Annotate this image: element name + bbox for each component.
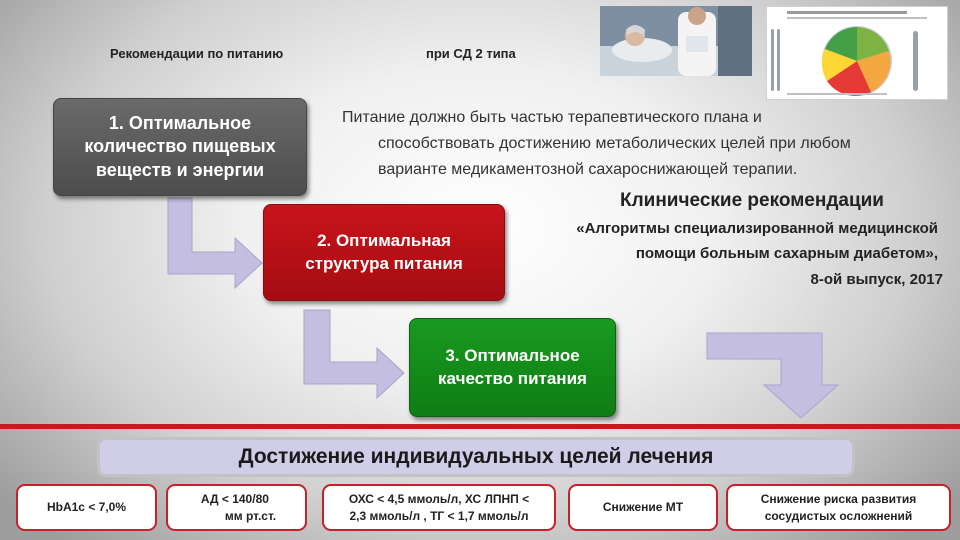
step-1-label: 1. Оптимальное количество пищевых вещест…	[84, 112, 276, 180]
target-bp-line-2: мм рт.ст.	[224, 508, 277, 523]
patient-doctor-photo	[600, 6, 752, 76]
reference-line-3: 8-ой выпуск, 2017	[810, 271, 943, 288]
healthy-plate-image	[766, 6, 948, 100]
nutrition-paragraph: Питание должно быть частью терапевтическ…	[342, 105, 932, 183]
target-vascular-line-1: Снижение риска развития	[760, 492, 917, 507]
paragraph-line-1: Питание должно быть частью терапевтическ…	[342, 109, 762, 126]
target-lipids-line-2: 2,3 ммоль/л , ТГ < 1,7 ммоль/л	[349, 508, 529, 523]
red-divider	[0, 424, 960, 429]
reference-line-1: «Алгоритмы специализированной медицинско…	[576, 220, 938, 237]
paragraph-line-3: варианте медикаментозной сахароснижающей…	[378, 161, 798, 178]
treatment-goals-banner: Достижение индивидуальных целей лечения	[97, 437, 855, 477]
arrow-step2-to-step3	[303, 309, 405, 400]
target-vascular-line-2: сосудистых осложнений	[764, 508, 913, 523]
step-2-box: 2. Оптимальная структура питания	[263, 204, 505, 301]
step-3-box: 3. Оптимальное качество питания	[409, 318, 616, 417]
target-weight: Снижение МТ	[568, 484, 718, 531]
reference-title: Клинические рекомендации	[619, 190, 884, 211]
target-hba1c: HbA1c < 7,0%	[16, 484, 157, 531]
paragraph-line-2: способствовать достижению метаболических…	[378, 135, 851, 152]
step-2-label: 2. Оптимальная структура питания	[305, 231, 463, 273]
target-blood-pressure: АД < 140/80 мм рт.ст.	[166, 484, 307, 531]
step-1-box: 1. Оптимальное количество пищевых вещест…	[53, 98, 307, 196]
reference-line-2: помощи больным сахарным диабетом»,	[635, 245, 938, 262]
target-weight-text: Снижение МТ	[602, 500, 684, 515]
arrow-down-to-goal	[706, 332, 840, 419]
target-vascular-risk: Снижение риска развития сосудистых ослож…	[726, 484, 951, 531]
target-hba1c-text: HbA1c < 7,0%	[46, 500, 127, 515]
header-right-title: при СД 2 типа	[426, 46, 516, 61]
target-bp-line-1: АД < 140/80	[200, 492, 269, 507]
photo-illustration	[600, 6, 752, 76]
target-lipids-line-1: ОХС < 4,5 ммоль/л, ХС ЛПНП <	[348, 492, 530, 507]
target-lipids: ОХС < 4,5 ммоль/л, ХС ЛПНП < 2,3 ммоль/л…	[322, 484, 556, 531]
plate-illustration	[767, 7, 947, 99]
arrow-step1-to-step2	[167, 197, 263, 290]
step-3-label: 3. Оптимальное качество питания	[438, 346, 587, 388]
treatment-goals-label: Достижение индивидуальных целей лечения	[238, 445, 714, 468]
header-left-title: Рекомендации по питанию	[110, 46, 284, 61]
